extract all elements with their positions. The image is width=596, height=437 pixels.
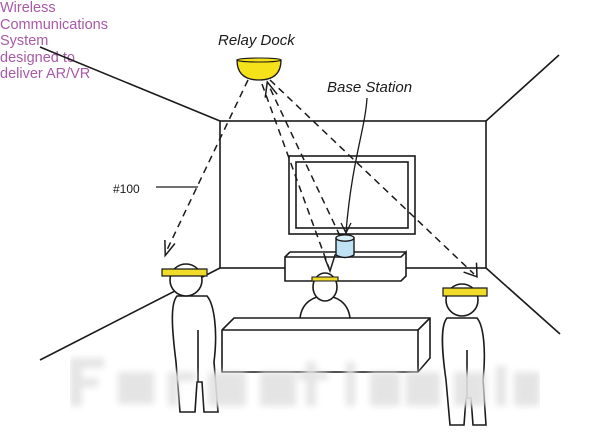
tv-console [284,250,407,282]
wireless-label-line-5: deliver AR/VR [0,66,91,82]
base-station-label: Base Station [327,79,413,96]
arrow-relay-to-right-user [269,79,475,275]
left-user [161,263,219,413]
right-user-headset [442,287,488,297]
sofa [221,317,431,373]
tv-frame [288,155,416,235]
relay-dock-device [236,57,282,81]
seated-user-headset [311,276,339,282]
blurred-watermark [70,358,540,406]
arrowheads [164,80,478,278]
arrow-relay-to-console [261,83,330,269]
console-body [284,250,407,282]
wireless-label-line-3: System [0,33,49,49]
ceiling-edge-right [485,54,560,122]
reference-number: #100 [113,182,140,196]
floor-edge-right [485,267,561,335]
television [288,155,416,235]
arrowhead-relay [264,80,278,98]
arrow-relay-to-left-user [165,79,249,253]
arrowhead-right-user [463,262,478,278]
base-station-device [335,234,355,259]
ceiling-edge-left [39,46,221,122]
room-perspective [39,46,561,361]
wireless-label-line-2: Communications [0,16,108,33]
arrow-base-to-relay [268,85,341,237]
left-user-headset [161,268,208,277]
signal-arrows [165,79,475,275]
wireless-label-line-1: Wireless [0,0,56,16]
arrowhead-console [324,253,337,274]
base-station-callout [340,97,368,235]
tv-screen [295,161,409,229]
relay-dock-label: Relay Dock [218,32,295,49]
left-user-body [171,295,219,413]
seated-user [299,272,351,319]
arrowhead-left-user [164,239,176,258]
